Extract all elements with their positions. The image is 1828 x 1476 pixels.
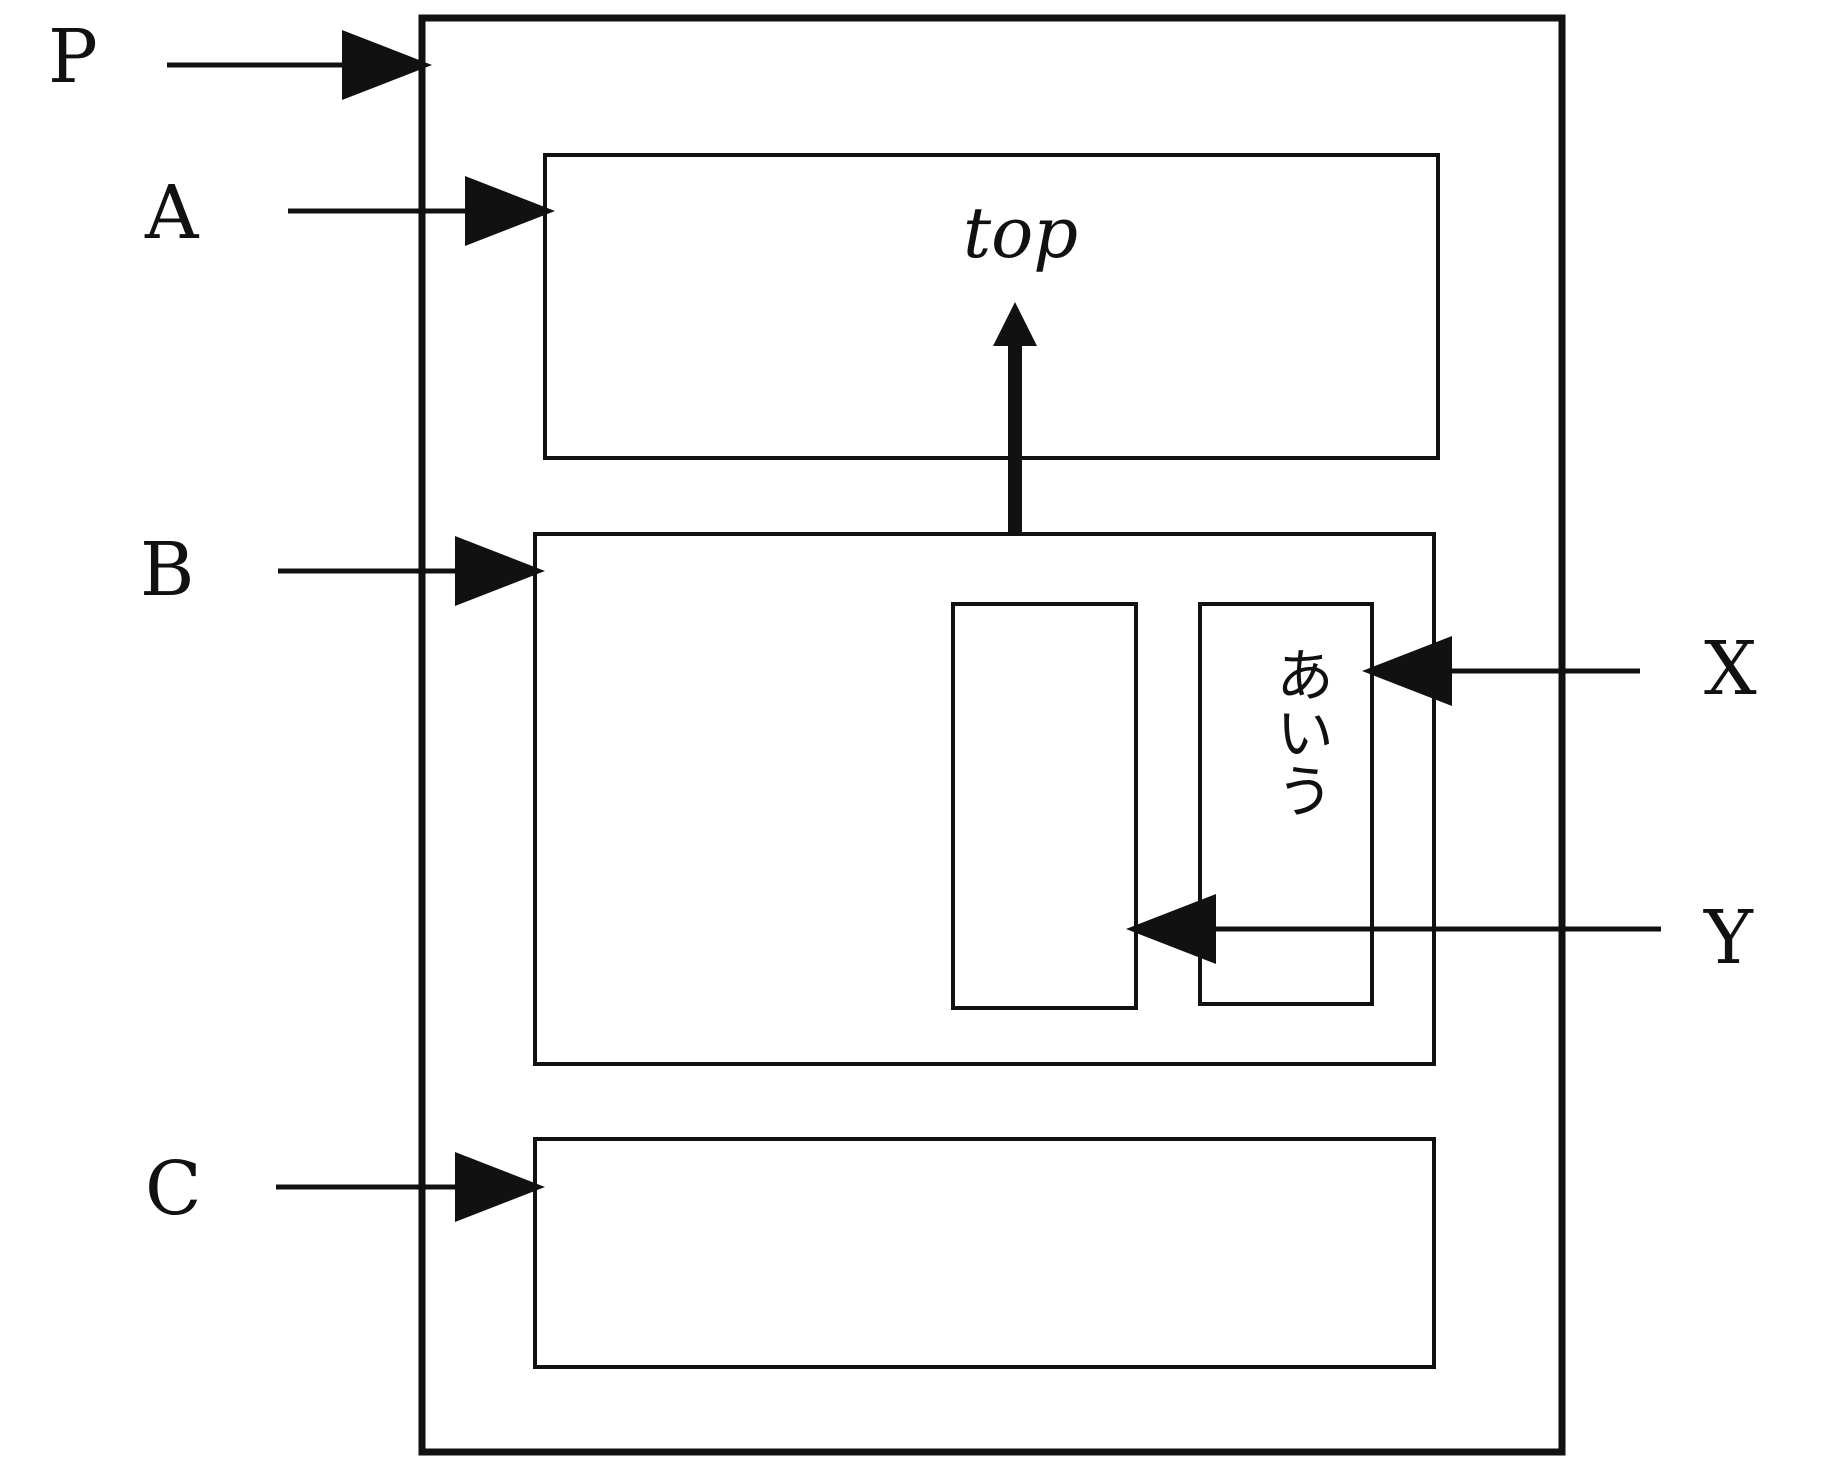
- label-y: Y: [1703, 895, 1754, 981]
- up-arrow-head: [993, 302, 1037, 346]
- label-c: C: [145, 1146, 202, 1232]
- label-p: P: [48, 14, 98, 100]
- box-c: [533, 1137, 1436, 1369]
- inner-box-x: [1198, 602, 1374, 1006]
- box-a-text: top: [963, 192, 1078, 274]
- box-a: [543, 153, 1440, 460]
- inner-box-y: [951, 602, 1138, 1010]
- label-a: A: [144, 170, 200, 256]
- vertical-japanese-text: あいう: [1266, 645, 1334, 819]
- label-b: B: [140, 527, 194, 613]
- container-p: [418, 14, 1566, 1456]
- label-x: X: [1704, 626, 1757, 712]
- box-b: [533, 532, 1436, 1066]
